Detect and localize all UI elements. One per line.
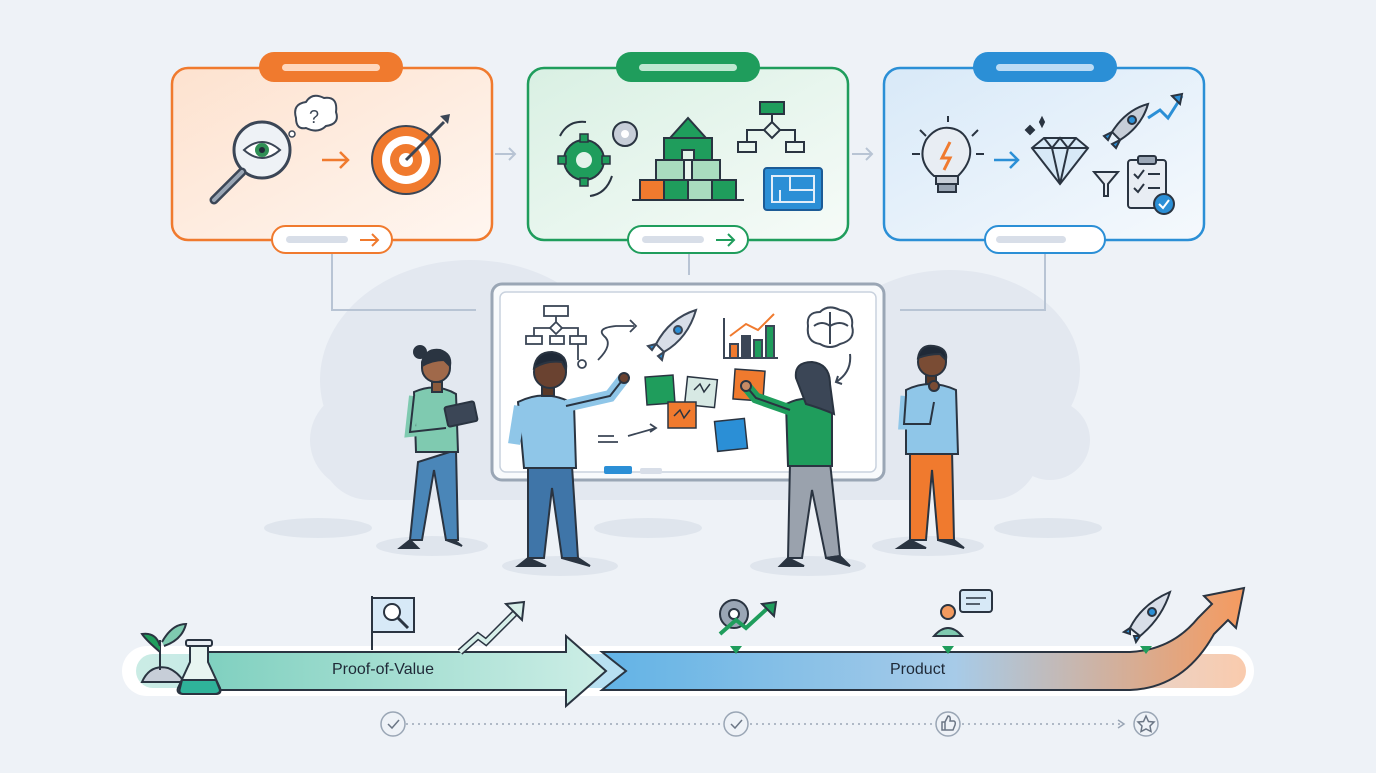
arrow-right-icon [994, 151, 1020, 169]
bar-chart-growth-icon [723, 313, 778, 359]
milestone-check-icon [723, 711, 749, 737]
blueprint-icon [763, 167, 823, 211]
magnifier-eye-icon [209, 120, 292, 205]
search-flag-icon [371, 596, 415, 650]
build-stage-card [526, 52, 850, 254]
checklist-icon [1127, 155, 1175, 215]
thought-bubble-question-icon: ? [288, 94, 338, 138]
rocket-growth-icon [1102, 92, 1184, 150]
rocket-icon [646, 308, 698, 362]
product-label: Product [890, 661, 946, 678]
launch-stage-card [882, 52, 1206, 254]
milestone-thumbs-up-icon [935, 711, 961, 737]
person-thinking [894, 344, 965, 549]
flowchart-icon [737, 101, 805, 153]
person-pointing [508, 350, 630, 567]
whiteboard-scribble [598, 423, 658, 443]
seedling-flask-icon [140, 622, 222, 695]
arrow-right-icon [322, 151, 350, 169]
user-feedback-icon [931, 589, 993, 654]
brain-icon [806, 306, 854, 385]
timeline [122, 586, 1254, 709]
proof-of-value-label: Proof-of-Value [332, 661, 434, 678]
proof-of-value-arrow [203, 633, 608, 709]
rocket-icon [1121, 590, 1172, 654]
building-blocks-icon [632, 116, 744, 201]
diamond-icon [1024, 115, 1090, 186]
discovery-stage-card: ? [170, 52, 494, 254]
svg-text:?: ? [309, 107, 319, 127]
milestone-track [380, 711, 1159, 737]
product-arrow [599, 586, 1246, 691]
floor-shadows [264, 518, 1102, 576]
target-arrow-icon [371, 114, 450, 195]
gear-trend-icon [718, 599, 778, 654]
milestone-star-icon [1133, 711, 1159, 737]
person-with-tablet [397, 345, 479, 549]
funnel-icon [1091, 171, 1121, 197]
flowchart-icon [525, 305, 638, 369]
milestone-check-icon [380, 711, 406, 737]
person-placing-note [740, 360, 851, 567]
lightbulb-icon [912, 116, 984, 193]
card-connectors [331, 147, 1046, 311]
gears-cycle-icon [557, 120, 638, 197]
